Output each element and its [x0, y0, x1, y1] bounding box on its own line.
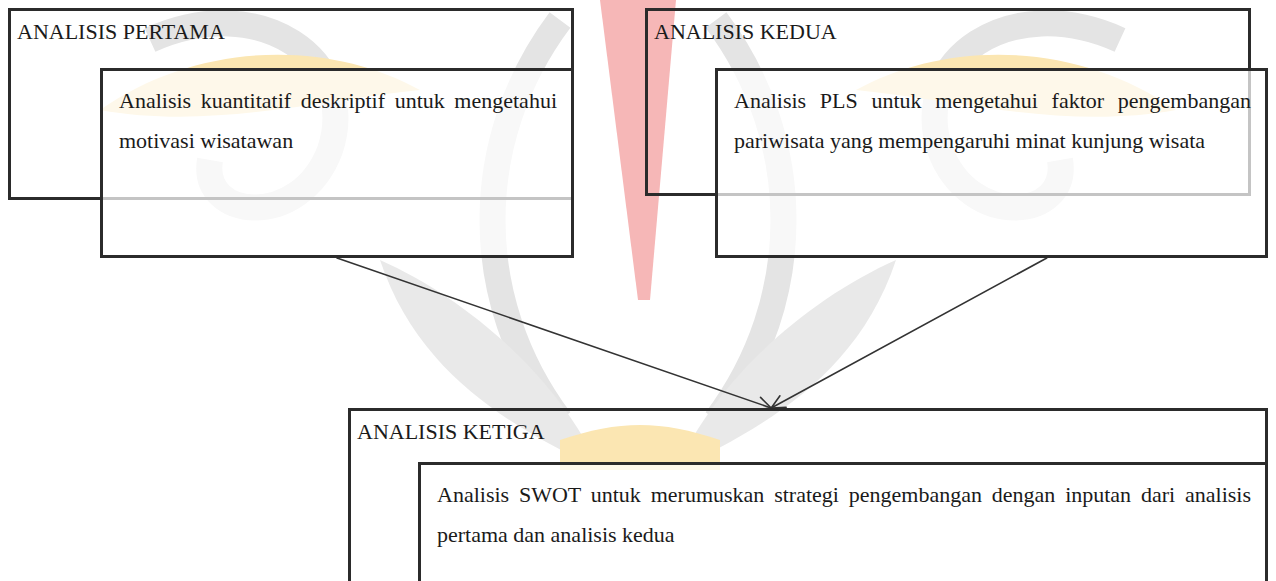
box-heading: ANALISIS KEDUA — [648, 11, 1248, 47]
box-text: Analisis SWOT untuk merumuskan strategi … — [421, 465, 1265, 563]
analysis-box: ANALISIS PERTAMA Analisis kuantitatif des… — [8, 8, 574, 200]
description-box: Analisis SWOT untuk merumuskan strategi … — [418, 462, 1268, 581]
analysis-box: ANALISIS KEDUAAnalisis PLS untuk mengeta… — [645, 8, 1251, 196]
connector-arrow — [771, 258, 1047, 408]
box-heading: ANALISIS PERTAMA — [11, 11, 571, 47]
description-box: Analisis kuantitatif deskriptif untuk me… — [100, 68, 574, 258]
connector-arrow — [337, 258, 771, 410]
analysis-box: ANALISIS KETIGA Analisis SWOT untuk merum… — [348, 408, 1268, 581]
watermark-flame — [600, 0, 676, 300]
description-box: Analisis PLS untuk mengetahui faktor pen… — [715, 68, 1268, 258]
box-text: Analisis PLS untuk mengetahui faktor pen… — [718, 71, 1265, 169]
box-text: Analisis kuantitatif deskriptif untuk me… — [103, 71, 571, 169]
box-heading: ANALISIS KETIGA — [351, 411, 1265, 447]
